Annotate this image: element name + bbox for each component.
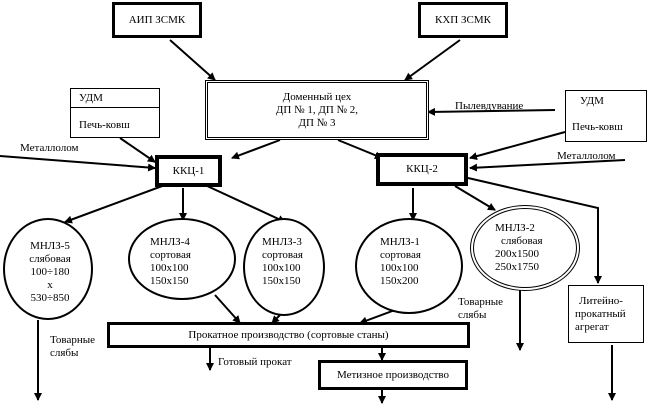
mnlz2-ellipse [470, 205, 580, 291]
hardware-production-box: Метизное производство [318, 360, 468, 390]
arrow-mnlz4-rolling [214, 294, 241, 324]
udm-right-row: Печь-ковш [572, 121, 623, 133]
udm-right-title: УДМ [580, 95, 604, 107]
mnlz2-line: 250х1750 [495, 261, 539, 273]
mnlz1-line: МНЛЗ-1 [380, 236, 420, 248]
kkc1-label: ККЦ-1 [172, 164, 205, 177]
mnlz1-line: сортовая [380, 249, 421, 261]
dust-blowing-label: Пылевдувание [455, 100, 524, 112]
mnlz2-line: МНЛЗ-2 [495, 222, 535, 234]
casting-rolling-box: Литейно- прокатный агрегат [568, 285, 644, 343]
mnlz3-line: 150х150 [262, 275, 301, 287]
udm-left-divider [71, 107, 159, 108]
arrow-khp-to-furnace [404, 39, 461, 81]
mnlz5-text: МНЛЗ-5 слябовая 100÷180 х 530÷850 [24, 240, 76, 305]
mnlz1-text: МНЛЗ-1 сортовая 100х100 150х200 [380, 236, 450, 288]
rolling-production-label: Прокатное производство (сортовые станы) [188, 328, 389, 341]
mnlz3-text: МНЛЗ-3 сортовая 100х100 150х150 [262, 236, 322, 288]
arrow-scrap-right [469, 159, 626, 172]
mnlz4-ellipse [128, 218, 236, 300]
hardware-production-label: Метизное производство [336, 368, 450, 381]
arrow-kkc2-casting-rolling [467, 177, 602, 284]
udm-left-title: УДМ [79, 92, 103, 104]
commodity-slabs-left-line: слябы [50, 347, 79, 359]
mnlz4-line: 100х100 [150, 262, 189, 274]
mnlz4-line: 150х150 [150, 275, 189, 287]
mnlz2-line: слябовая [501, 235, 543, 247]
blast-furnace-box: Доменный цех ДП № 1, ДП № 2, ДП № 3 [205, 80, 429, 140]
mnlz1-ellipse [355, 218, 463, 314]
arrow-kkc1-mnlz5 [64, 184, 166, 224]
commodity-slabs-left-line: Товарные [50, 334, 95, 346]
mnlz3-ellipse [243, 218, 325, 316]
mnlz5-line: х [47, 279, 53, 291]
blast-furnace-line2: ДП № 1, ДП № 2, [275, 103, 359, 116]
mnlz4-text: МНЛЗ-4 сортовая 100х100 150х150 [150, 236, 220, 288]
scrap-left-label: Металлолом [20, 142, 79, 154]
mnlz3-line: МНЛЗ-3 [262, 236, 302, 248]
arrow-furnace-to-kkc1 [231, 139, 281, 160]
commodity-slabs-right-line: слябы [458, 309, 487, 321]
mnlz1-line: 150х200 [380, 275, 419, 287]
udm-left-row: Печь-ковш [79, 119, 130, 131]
finished-rolled-label: Готовый прокат [218, 356, 292, 368]
arrow-dust-blowing [427, 107, 556, 116]
udm-right-box: УДМ Печь-ковш [565, 90, 647, 142]
khp-zsmk-label: КХП ЗСМК [435, 13, 491, 26]
arrow-kkc2-mnlz2 [454, 185, 496, 211]
arrow-udm-left [119, 137, 156, 163]
khp-zsmk-box: КХП ЗСМК [418, 2, 508, 38]
udm-left-box: УДМ Печь-ковш [70, 88, 160, 138]
blast-furnace-line3: ДП № 3 [298, 116, 336, 129]
mnlz4-line: МНЛЗ-4 [150, 236, 190, 248]
kkc2-label: ККЦ-2 [406, 163, 438, 175]
mnlz5-ellipse [3, 218, 93, 320]
mnlz5-line: 100÷180 [30, 266, 70, 278]
scrap-right-label: Металлолом [557, 150, 616, 162]
mnlz1-line: 100х100 [380, 262, 419, 274]
kkc1-box: ККЦ-1 [155, 155, 222, 187]
mnlz2-text: МНЛЗ-2 слябовая 200х1500 250х1750 [495, 222, 565, 274]
arrow-mnlz3-rolling [271, 314, 281, 324]
mnlz5-line: 530÷850 [30, 292, 70, 304]
mnlz2-line: 200х1500 [495, 248, 539, 260]
mnlz3-line: 100х100 [262, 262, 301, 274]
casting-rolling-line: прокатный [575, 307, 626, 320]
kkc2-box: ККЦ-2 [376, 153, 468, 186]
commodity-slabs-right-label: Товарные слябы [458, 296, 503, 322]
mnlz5-line: слябовая [29, 253, 71, 265]
aip-zsmk-box: АИП ЗСМК [112, 2, 202, 38]
casting-rolling-line: агрегат [575, 320, 609, 333]
arrow-kkc1-mnlz3 [204, 184, 286, 223]
commodity-slabs-right-line: Товарные [458, 296, 503, 308]
rolling-production-box: Прокатное производство (сортовые станы) [107, 322, 470, 348]
arrow-furnace-to-kkc2 [337, 139, 383, 160]
blast-furnace-line1: Доменный цех [282, 90, 352, 103]
casting-rolling-line: Литейно- [579, 294, 623, 307]
arrow-aip-to-furnace [169, 39, 216, 81]
aip-zsmk-label: АИП ЗСМК [128, 13, 186, 26]
commodity-slabs-left-label: Товарные слябы [50, 334, 95, 360]
arrow-udm-right [469, 131, 566, 161]
arrow-mnlz1-rolling [359, 309, 396, 325]
mnlz3-line: сортовая [262, 249, 303, 261]
mnlz4-line: сортовая [150, 249, 191, 261]
mnlz5-line: МНЛЗ-5 [30, 240, 70, 252]
arrow-scrap-left [0, 155, 156, 172]
